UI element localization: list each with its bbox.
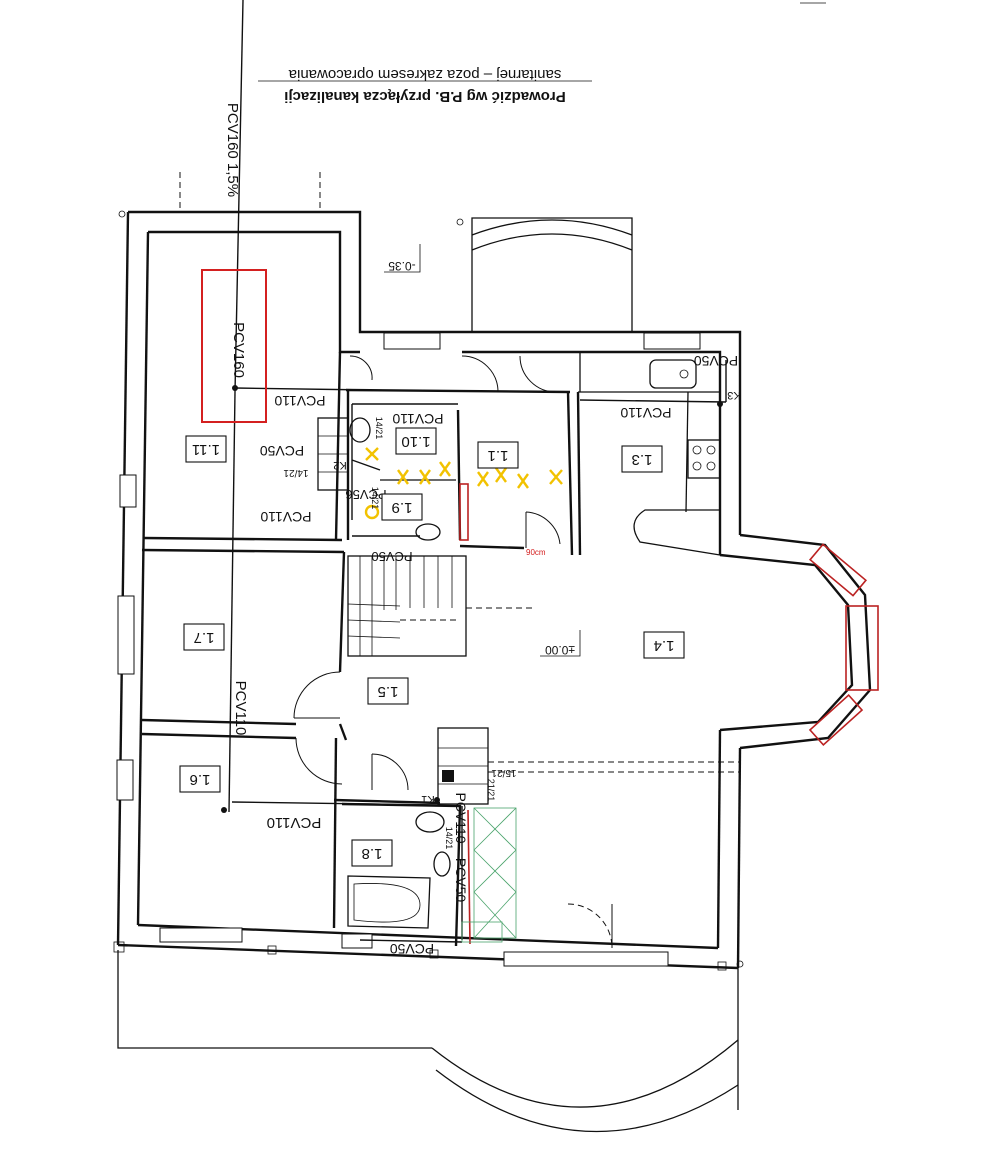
pipes — [221, 360, 727, 943]
fitting-k3: K3 — [727, 389, 740, 401]
room-1-4: 1.4 — [643, 631, 685, 659]
pipe-label: PCV110 — [260, 509, 311, 525]
dimension-label: 14/21 — [370, 487, 380, 510]
svg-text:1.11: 1.11 — [192, 441, 220, 458]
room-1-11: 1.11 — [185, 435, 227, 463]
pipe-label: PCV50 — [260, 443, 305, 459]
svg-text:1.3: 1.3 — [632, 451, 653, 468]
room-1-8: 1.8 — [351, 839, 393, 867]
windows — [116, 332, 701, 967]
yellow-crosses — [364, 447, 563, 520]
fixtures — [317, 359, 721, 929]
dimension-label: 15/21 — [491, 767, 516, 778]
bathtub-icon — [347, 875, 431, 929]
doors — [293, 355, 613, 949]
svg-text:1.1: 1.1 — [488, 447, 509, 464]
room-1-3: 1.3 — [621, 445, 663, 473]
note-line-1: Prowadzić wg P.B. przyłącza kanalizacji — [284, 88, 566, 105]
svg-text:1.7: 1.7 — [194, 629, 215, 646]
main-drain-label: PCV160 1,5% — [224, 103, 241, 197]
level-outside: -0.35 — [388, 259, 416, 273]
kitchen-sink-icon — [649, 359, 697, 389]
dimension-label: 14/21 — [374, 417, 384, 440]
door-width-label: 90cm — [526, 548, 546, 557]
room-1-1: 1.1 — [477, 441, 519, 469]
pipe-label: PCV50 — [694, 353, 739, 369]
corridor-pipe-label: PCV110 — [232, 681, 249, 736]
fitting-k2: K2 — [333, 459, 346, 471]
bay-window-bottom — [808, 694, 864, 746]
room-1-6: 1.6 — [179, 765, 221, 793]
room-1-5: 1.5 — [367, 677, 409, 705]
washbasin-icon — [433, 851, 451, 877]
dimension-label: 14/21 — [283, 467, 308, 478]
pipe-label: PCV110 — [274, 393, 325, 409]
pipe-label: PCV50 — [390, 941, 435, 957]
pipe-label: PCV50 — [371, 549, 412, 564]
installation-note: Prowadzić wg P.B. przyłącza kanalizacji … — [284, 66, 566, 105]
svg-text:1.4: 1.4 — [654, 637, 675, 654]
pipe-label: PCV110 — [267, 814, 322, 831]
bay-window-middle — [845, 605, 879, 691]
level-floor: ±0.00 — [545, 643, 575, 657]
pipe-label: PCV50 — [453, 858, 469, 903]
green-tile-grid — [461, 807, 517, 943]
main-drain-line — [234, 0, 244, 393]
corner-markers — [113, 210, 744, 971]
staircase — [347, 555, 536, 657]
bay-window-top — [808, 543, 868, 597]
pipe-label: PCV56 — [345, 487, 386, 502]
fitting-k1: K1 — [421, 793, 434, 805]
svg-text:1.9: 1.9 — [392, 499, 413, 516]
room-1-9: 1.9 — [381, 493, 423, 521]
room-labels: 1.11 1.10 1.1 1.3 1.9 1.7 1.5 1.4 — [179, 427, 685, 867]
dimension-label: 14/21 — [444, 827, 454, 850]
pipe-label: PCV110 — [453, 792, 469, 843]
pipe-label: PCV110 — [392, 411, 443, 427]
note-line-2: sanitarnej – poza zakresem opracowania — [288, 66, 561, 83]
washbasin-icon — [349, 417, 371, 443]
svg-text:1.8: 1.8 — [362, 845, 383, 862]
svg-text:1.10: 1.10 — [401, 433, 430, 450]
stove-icon — [687, 439, 721, 479]
dimension-label: 21/21 — [486, 779, 496, 802]
svg-text:1.6: 1.6 — [190, 771, 211, 788]
svg-text:1.5: 1.5 — [378, 683, 399, 700]
highlight-riser-box — [201, 269, 267, 423]
pipe-labels: PCV160 PCV110 PCV110 PCV110 PCV110 PCV50… — [230, 322, 738, 957]
level-markers: -0.35 ±0.00 — [384, 244, 581, 657]
room-1-7: 1.7 — [183, 623, 225, 651]
toilet-icon — [415, 523, 441, 541]
terraces — [117, 172, 739, 1133]
room-1-10: 1.10 — [395, 427, 437, 455]
highlight-door — [459, 483, 469, 541]
fitting-labels: K3 K2 K1 14/21 14/21 14/21 14/21 15/21 2… — [283, 389, 741, 849]
toilet-icon — [415, 811, 445, 833]
pipe-label: PCV110 — [620, 405, 671, 421]
markups — [201, 269, 879, 945]
riser-label: PCV160 — [230, 322, 247, 378]
